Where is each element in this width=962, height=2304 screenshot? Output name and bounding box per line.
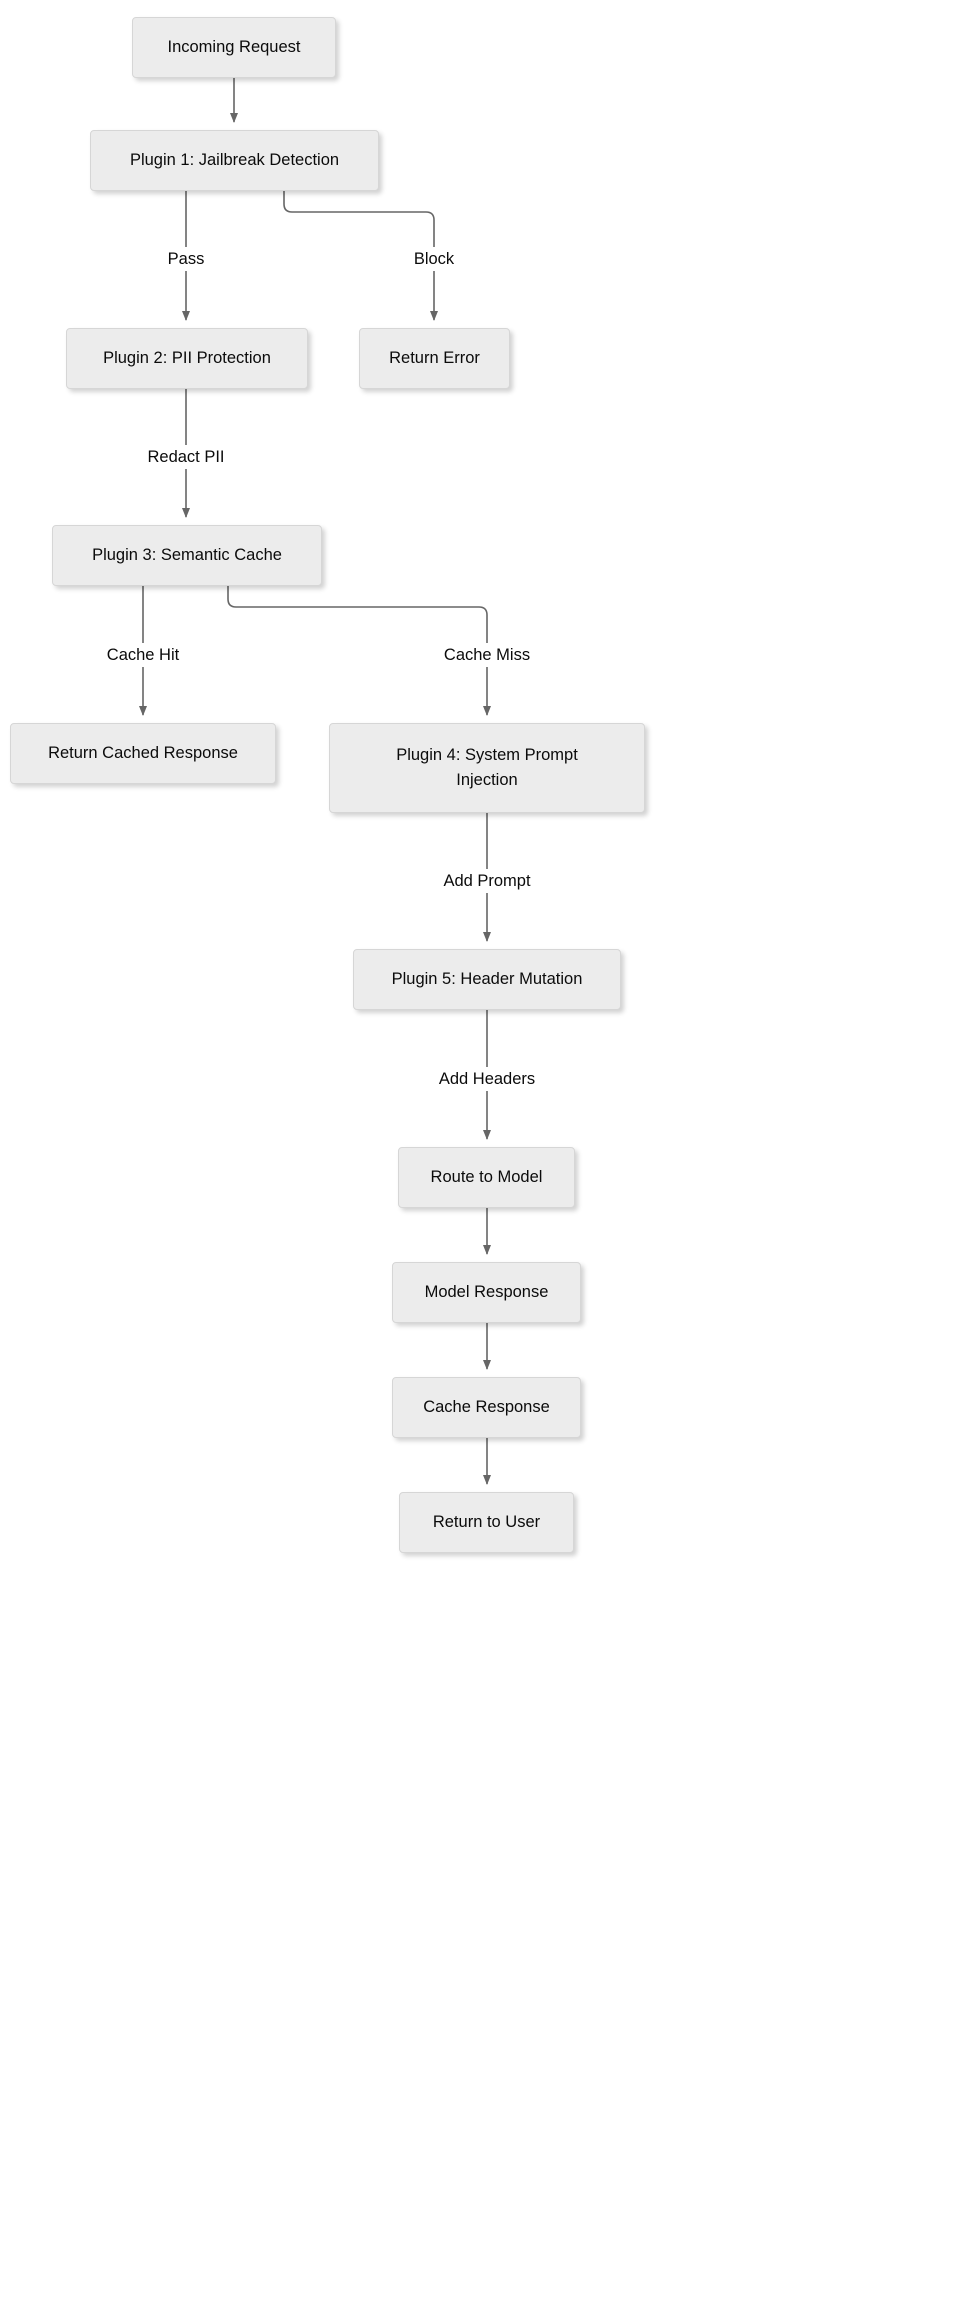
node-label: Plugin 2: PII Protection (103, 349, 271, 367)
edge-label-cache-hit: Cache Hit (103, 643, 183, 667)
node-plugin-3-semantic-cache[interactable]: Plugin 3: Semantic Cache (52, 525, 322, 586)
node-plugin-5-header-mutation[interactable]: Plugin 5: Header Mutation (353, 949, 621, 1010)
edge-label-cache-miss: Cache Miss (440, 643, 534, 667)
node-label: Plugin 3: Semantic Cache (92, 546, 282, 564)
node-label: Plugin 1: Jailbreak Detection (129, 151, 340, 169)
node-return-error[interactable]: Return Error (359, 328, 510, 389)
node-label: Route to Model (430, 1168, 543, 1186)
node-label: Plugin 4: System Prompt Injection (396, 746, 578, 789)
node-route-to-model[interactable]: Route to Model (398, 1147, 575, 1208)
node-label: Return Error (389, 349, 480, 367)
edge-label-redact-pii: Redact PII (144, 445, 228, 469)
node-model-response[interactable]: Model Response (392, 1262, 581, 1323)
node-label: Model Response (424, 1283, 549, 1301)
node-label: Incoming Request (167, 38, 301, 56)
node-label: Cache Response (423, 1398, 550, 1416)
node-plugin-2-pii-protection[interactable]: Plugin 2: PII Protection (66, 328, 308, 389)
node-plugin-4-system-prompt-injection[interactable]: Plugin 4: System Prompt Injection (329, 723, 645, 813)
edge-label-add-prompt: Add Prompt (440, 869, 534, 893)
node-return-cached-response[interactable]: Return Cached Response (10, 723, 276, 784)
node-incoming-request[interactable]: Incoming Request (132, 17, 336, 78)
node-return-to-user[interactable]: Return to User (399, 1492, 574, 1553)
edge-label-pass: Pass (164, 247, 208, 271)
node-label: Return Cached Response (48, 744, 238, 762)
edge-label-block: Block (410, 247, 458, 271)
node-label: Plugin 5: Header Mutation (391, 970, 583, 988)
node-label: Return to User (432, 1513, 541, 1531)
node-plugin-1-jailbreak-detection[interactable]: Plugin 1: Jailbreak Detection (90, 130, 379, 191)
edge-label-add-headers: Add Headers (435, 1067, 539, 1091)
node-cache-response[interactable]: Cache Response (392, 1377, 581, 1438)
